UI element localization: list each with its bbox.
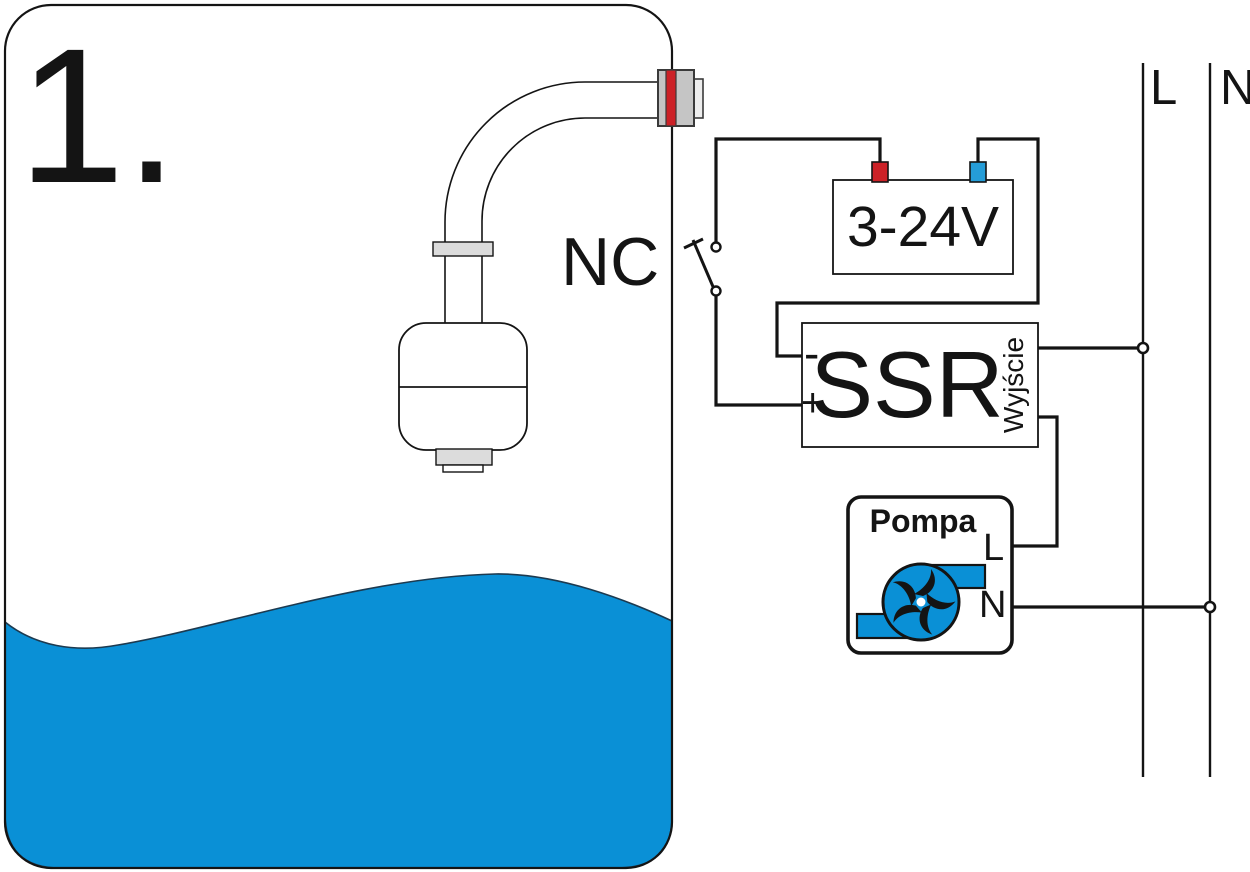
wire-ssr-plus-to-switch [714, 295, 803, 407]
junction-ssr-output-l [1136, 341, 1150, 355]
ssr-box-outline [801, 322, 1039, 448]
pump-icon [855, 562, 987, 642]
switch-contact-top [710, 241, 722, 253]
junction-pump-n [1203, 600, 1217, 614]
wires [714, 137, 1210, 609]
pump-impeller [892, 569, 956, 635]
ssr-output-label: Wyjście [998, 336, 1029, 434]
psu-voltage-label: 3-24V [846, 195, 1000, 259]
wire-psu-minus-to-ssr-minus [775, 137, 1040, 358]
switch-lever [691, 239, 716, 290]
switch-symbol [683, 237, 722, 297]
stem-collar [432, 241, 494, 257]
mains-n-label: N [1220, 61, 1250, 115]
ssr-label: SSR [810, 332, 1004, 437]
figure-number: 1. [18, 8, 179, 223]
psu-box-outline [832, 179, 1014, 275]
psu-terminal-blue [969, 161, 987, 183]
switch-lever-tip [683, 237, 704, 250]
water [4, 573, 673, 869]
float-stopper [435, 448, 493, 466]
pump-hub [916, 597, 926, 607]
float-switch-tube-inner-edge [481, 117, 658, 243]
float-switch-tube-outer-edge [444, 81, 658, 243]
tank-outline [3, 3, 674, 870]
psu-terminal-red [871, 161, 889, 183]
ssr-plus-label: + [801, 381, 825, 425]
gland-seal [665, 69, 677, 127]
wire-switch-to-psu-plus [714, 137, 882, 243]
float-stopper-tip [442, 464, 484, 473]
mains-l-label: L [1150, 61, 1178, 115]
wire-ssr-output-to-pump-l [1012, 415, 1059, 548]
float-switch-tube [445, 82, 658, 244]
ssr-minus-label: - [804, 327, 820, 379]
float-switch-stem [444, 256, 483, 324]
pump-title: Pompa [869, 503, 977, 539]
pump-terminal-n-label: N [979, 584, 1007, 626]
switch-contact-bottom [710, 285, 722, 297]
nc-contact-label: NC [561, 224, 660, 300]
pump-terminal-l-label: L [983, 527, 1005, 569]
